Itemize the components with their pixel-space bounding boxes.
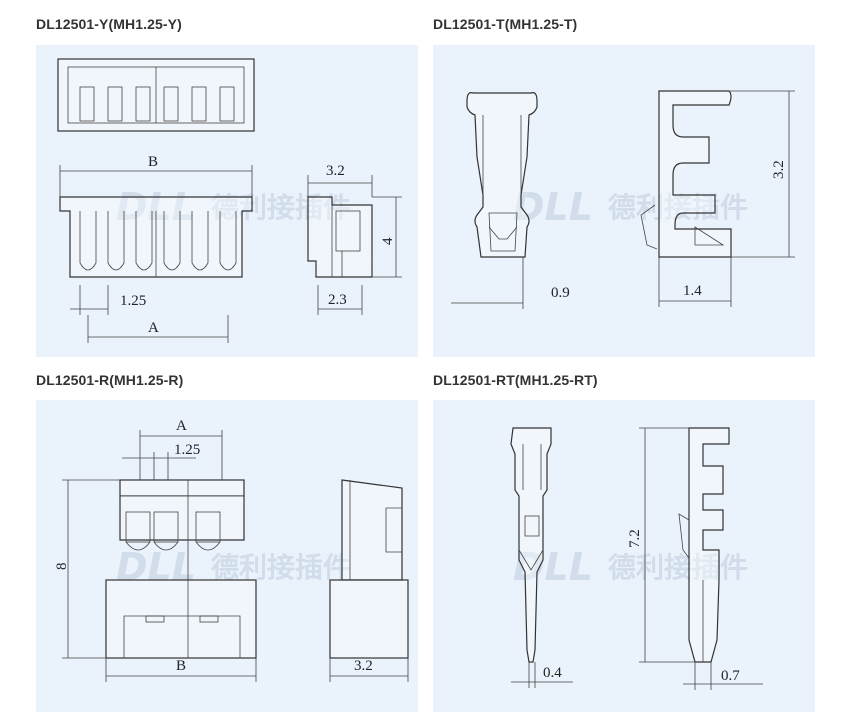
- drawing-panel-t: DLL 德利接插件 0.9 3.2: [433, 45, 815, 357]
- dimension-height-t: 3.2: [729, 90, 795, 258]
- watermark-latin: DLL: [513, 545, 593, 589]
- svg-text:3.2: 3.2: [354, 658, 373, 674]
- dimension-depth-r: 3.2: [329, 658, 409, 682]
- drawing-panel-r: DLL 德利接插件 A 1.25: [36, 400, 418, 712]
- svg-text:1.4: 1.4: [683, 283, 702, 299]
- watermark-cn: 德利接插件: [608, 551, 748, 584]
- svg-text:0.9: 0.9: [551, 285, 570, 301]
- watermark-latin: DLL: [513, 185, 593, 229]
- dimension-height-r: 8: [54, 479, 120, 659]
- panel-title-rt: DL12501-RT(MH1.25-RT): [433, 372, 598, 388]
- housing-top-view: [57, 58, 255, 132]
- svg-text:4: 4: [380, 237, 396, 245]
- svg-text:1.25: 1.25: [120, 293, 146, 309]
- terminal-front-view: [466, 92, 538, 258]
- dimension-b-r: B: [105, 658, 257, 682]
- svg-text:A: A: [176, 418, 187, 434]
- dimension-side-width-t: 1.4: [658, 257, 732, 307]
- panel-title-y: DL12501-Y(MH1.25-Y): [36, 16, 182, 32]
- svg-text:8: 8: [54, 563, 70, 571]
- dimension-pitch-y: 1.25: [70, 285, 146, 315]
- svg-text:0.7: 0.7: [721, 668, 740, 684]
- svg-text:7.2: 7.2: [627, 529, 643, 548]
- svg-text:3.2: 3.2: [771, 160, 787, 179]
- svg-text:0.4: 0.4: [543, 665, 562, 681]
- dimension-a-r: A: [139, 418, 223, 480]
- drawing-r: DLL 德利接插件 A 1.25: [54, 418, 409, 682]
- dimension-a-y: A: [87, 315, 229, 343]
- svg-text:1.25: 1.25: [174, 442, 200, 458]
- drawing-panel-rt: DLL 德利接插件 0.4 7.2: [433, 400, 815, 712]
- terminal-side-view: [640, 90, 732, 258]
- watermark-cn: 德利接插件: [211, 551, 351, 584]
- terminal-side-view-rt: [678, 427, 730, 663]
- svg-text:A: A: [148, 320, 159, 336]
- dimension-front-width-rt: 0.4: [511, 662, 573, 688]
- panel-title-r: DL12501-R(MH1.25-R): [36, 372, 184, 388]
- watermark-cn: 德利接插件: [608, 191, 748, 224]
- drawing-panel-y: DLL 德利接插件: [36, 45, 418, 357]
- dimension-pitch-r: 1.25: [122, 442, 200, 480]
- dimension-width-y: 3.2: [307, 163, 373, 197]
- drawing-rt: DLL 德利接插件 0.4 7.2: [510, 427, 763, 690]
- svg-text:3.2: 3.2: [326, 163, 345, 179]
- svg-text:B: B: [176, 658, 186, 674]
- housing-front-view: [59, 196, 253, 278]
- watermark-latin: DLL: [116, 545, 196, 589]
- terminal-front-view-rt: [510, 427, 552, 663]
- receptacle-side-view: [329, 479, 409, 659]
- svg-text:2.3: 2.3: [328, 292, 347, 308]
- drawing-t: DLL 德利接插件 0.9 3.2: [451, 90, 795, 309]
- dimension-front-width-t: 0.9: [451, 257, 570, 309]
- dimension-side-width-rt: 0.7: [683, 662, 763, 690]
- dimension-height-rt: 7.2: [627, 427, 695, 663]
- dimension-depth-y: 2.3: [317, 285, 363, 315]
- dimension-height-y: 4: [372, 196, 402, 278]
- drawing-y: DLL 德利接插件: [57, 58, 402, 343]
- receptacle-front-view: [105, 479, 257, 659]
- panel-title-t: DL12501-T(MH1.25-T): [433, 16, 578, 32]
- dimension-b-y: B: [59, 154, 253, 197]
- housing-side-view: [307, 196, 373, 278]
- svg-text:B: B: [148, 154, 158, 170]
